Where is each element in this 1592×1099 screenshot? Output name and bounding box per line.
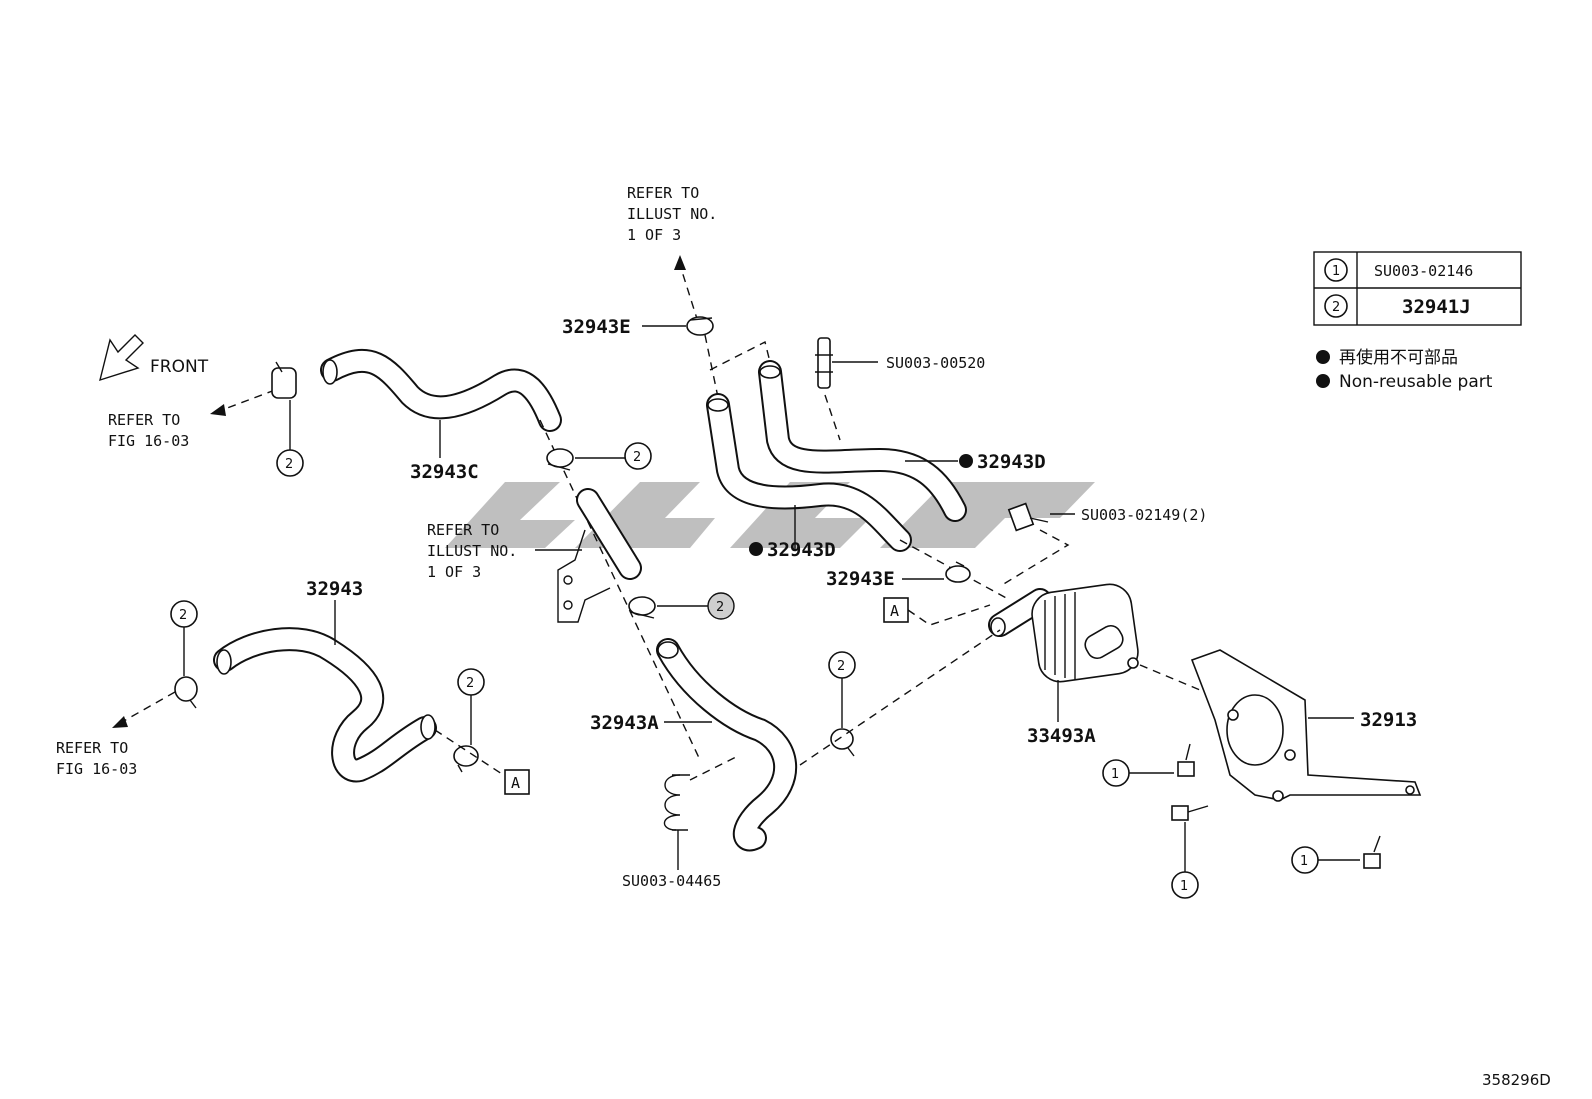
hose-32943C <box>320 349 562 432</box>
callout-1-c-text: 1 <box>1300 854 1308 869</box>
label-32913: 32913 <box>1360 709 1417 731</box>
bolt-1-b <box>1171 805 1209 821</box>
legend-table <box>1313 251 1522 326</box>
refer-fig-lower-leader <box>121 691 176 723</box>
refer-fig-upper-line2: FIG 16-03 <box>108 432 189 450</box>
callout-2-c <box>707 592 735 620</box>
callout-2-d <box>170 600 198 628</box>
bracket-32913 <box>1190 649 1422 802</box>
clamp-32943E-top <box>686 316 714 336</box>
refer-top: REFER TO ILLUST NO. 1 OF 3 <box>627 184 717 244</box>
callout-2-a-text: 2 <box>285 457 293 472</box>
callout-1-a <box>1102 759 1130 787</box>
label-32943A: 32943A <box>590 712 659 734</box>
dash-top-bridge <box>709 340 773 371</box>
label-33493A: 33493A <box>1027 725 1096 747</box>
refer-fig-lower: REFER TO FIG 16-03 <box>56 739 137 778</box>
bolt-1-a <box>1177 743 1195 777</box>
callout-1-b-text: 1 <box>1180 879 1188 894</box>
callout-1-b <box>1171 871 1199 899</box>
label-32943D-lower: 32943D <box>767 539 836 561</box>
box-a-lower <box>504 769 530 795</box>
callout-2-a <box>276 449 304 477</box>
label-SU003-02149: SU003-02149(2) <box>1081 506 1207 524</box>
refer-top-arrowhead <box>674 255 686 270</box>
front-arrow-icon <box>99 334 144 382</box>
box-a-lower-text: A <box>511 774 520 792</box>
callout-2-e <box>457 668 485 696</box>
legend-value-1: SU003-02146 <box>1374 262 1473 280</box>
callout-2-c-text: 2 <box>716 600 724 615</box>
hose-32943D-lower <box>706 393 912 552</box>
callout-2-f-text: 2 <box>837 659 845 674</box>
hose-32943A <box>656 638 798 852</box>
dash-bolt <box>1001 529 1070 586</box>
dash-box-a-mid <box>907 604 991 626</box>
hose-32943 <box>213 627 437 783</box>
legend-key-1: 1 <box>1332 264 1340 279</box>
label-SU003-00520: SU003-00520 <box>886 354 985 372</box>
refer-top-line1: REFER TO <box>627 184 699 202</box>
callout-2-e-text: 2 <box>466 676 474 691</box>
clamp-32943A <box>830 728 855 757</box>
label-32943C: 32943C <box>410 461 479 483</box>
refer-fig-upper-arrowhead <box>210 404 226 416</box>
refer-mid-line1: REFER TO <box>427 521 499 539</box>
legend-key-2: 2 <box>1332 300 1340 315</box>
legend-note-en: Non-reusable part <box>1339 372 1493 392</box>
refer-top-line3: 1 OF 3 <box>627 226 681 244</box>
bolt-SU003-02149 <box>1007 502 1049 532</box>
refer-fig-upper: REFER TO FIG 16-03 <box>108 411 189 450</box>
legend-value-2: 32941J <box>1402 296 1471 318</box>
callout-1-a-text: 1 <box>1111 767 1119 782</box>
callout-1-c <box>1291 846 1319 874</box>
refer-fig-lower-line2: FIG 16-03 <box>56 760 137 778</box>
callout-2-f <box>828 651 856 679</box>
nonreusable-dot-upper <box>959 454 973 468</box>
refer-fig-upper-line1: REFER TO <box>108 411 180 429</box>
refer-mid-line2: ILLUST NO. <box>427 542 517 560</box>
clip-SU003-04465 <box>663 774 690 831</box>
label-32943D-upper: 32943D <box>977 451 1046 473</box>
figure-id: 358296D <box>1482 1071 1551 1089</box>
pipe-bracket <box>557 488 642 623</box>
refer-fig-lower-line1: REFER TO <box>56 739 128 757</box>
legend-note-jp: 再使用不可部品 <box>1339 347 1458 368</box>
dash-32943C-to-32943A <box>539 419 701 761</box>
callout-2-b-text: 2 <box>633 450 641 465</box>
bolt-1-c <box>1363 835 1381 869</box>
box-a-mid-text: A <box>890 602 899 620</box>
refer-fig-lower-arrowhead <box>112 716 128 728</box>
clamp-32943E-mid <box>945 561 971 583</box>
refer-mid: REFER TO ILLUST NO. 1 OF 3 <box>427 521 517 581</box>
legend-dot-en <box>1316 374 1330 388</box>
dash-clip <box>689 754 741 781</box>
hose-32943D-upper <box>758 360 967 522</box>
clamp-mid-1 <box>546 448 574 471</box>
label-32943: 32943 <box>306 578 363 600</box>
refer-fig-upper-leader <box>221 389 276 411</box>
refer-top-leader <box>679 264 699 323</box>
label-32943E-top: 32943E <box>562 316 631 338</box>
refer-mid-line3: 1 OF 3 <box>427 563 481 581</box>
front-label: FRONT <box>150 357 209 377</box>
callout-2-b <box>624 442 652 470</box>
clamp-upper-left <box>271 361 297 399</box>
refer-top-line2: ILLUST NO. <box>627 205 717 223</box>
callout-2-d-text: 2 <box>179 608 187 623</box>
label-SU003-04465: SU003-04465 <box>622 872 721 890</box>
fitting-SU003-00520 <box>815 337 833 389</box>
clamp-32943-left <box>174 676 198 709</box>
dash-32943A-to-cooler <box>799 629 1001 766</box>
nonreusable-dot-lower <box>749 542 763 556</box>
oil-cooler-33493A <box>988 583 1139 683</box>
clamp-mid-2 <box>628 596 656 619</box>
dash-cooler-bracket <box>1139 664 1201 691</box>
clamp-32943-right <box>453 745 479 773</box>
label-32943E-mid: 32943E <box>826 568 895 590</box>
legend-dot-jp <box>1316 350 1330 364</box>
dash-SU003-00520 <box>824 394 841 441</box>
